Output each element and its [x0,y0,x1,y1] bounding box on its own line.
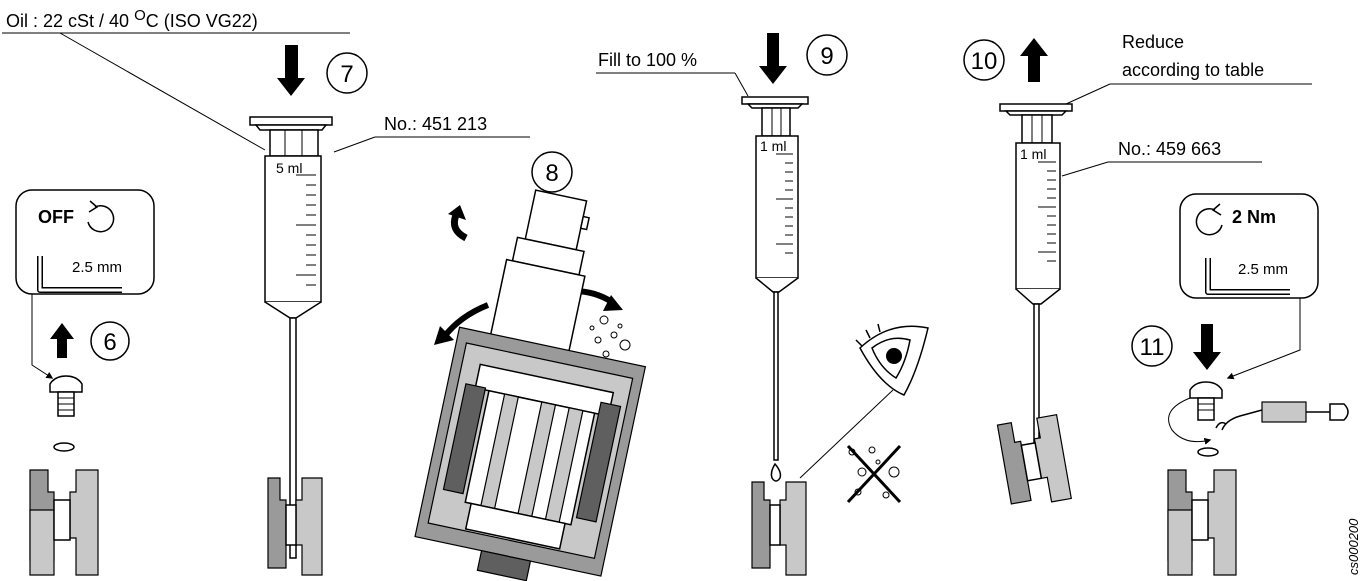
up-arrow-icon [1020,38,1048,82]
eye-inspection-icon [855,323,929,396]
syringe-1ml-scale [776,153,793,254]
step-8-number: 8 [545,160,558,187]
actuator-unit [414,189,647,581]
syringe-5ml: 5 ml [249,116,333,559]
tighten-tool-box [1179,193,1319,299]
step-6-badge [90,321,130,361]
up-arrow-icon [50,323,74,358]
tighten-wrench-size: 2.5 mm [1238,261,1288,278]
syringe-1ml-reduce-scale [1038,161,1056,262]
step-6-group: OFF 2.5 mm 6 [15,189,155,576]
step-10-group: 10 Reduce according to table 1 ml No.: 4… [963,32,1312,505]
port-housing-10 [996,414,1072,505]
plug-screw [49,375,83,417]
grease-syringe-icon [1215,401,1349,431]
off-label: OFF [38,207,74,227]
step-9-number: 9 [820,43,833,70]
step-10-badge [963,39,1005,81]
down-arrow-icon [759,33,787,84]
step-9-badge [806,34,848,76]
step-11-number: 11 [1140,334,1165,361]
step-6-number: 6 [103,329,116,356]
step-10-number: 10 [971,48,998,75]
loosen-tool-box [15,189,155,295]
step-11-group: 2 Nm 2.5 mm 11 [1131,193,1349,576]
reduce-line-2: according to table [1122,60,1264,80]
o-ring-2 [1197,447,1219,457]
no-particles-icon [846,444,902,504]
oil-leader-line [59,32,266,151]
down-arrow-icon [277,45,305,96]
counterclockwise-arrow-icon [87,200,115,233]
hex-key-icon [37,256,122,293]
down-arrow-icon [1193,324,1221,370]
port-housing-left [29,469,99,576]
syringe-1ml-scale-label: 1 ml [760,138,786,154]
port-housing-right [1167,469,1237,576]
step-9-group: Fill to 100 % 9 1 ml [596,33,929,576]
o-ring [53,442,75,452]
step-11-badge [1131,325,1173,367]
syringe-5ml-scale [296,174,316,286]
syringe-1ml-fill: 1 ml [741,96,809,461]
clockwise-arrow-icon [1195,203,1223,236]
step-8-badge [531,151,573,193]
step-8-group: 8 [414,151,647,581]
step-7-group: 7 5 ml No.: 451 213 [249,45,530,576]
hex-key-icon [1205,258,1290,295]
oil-droplet-icon [770,462,782,482]
part-number-459663: No.: 459 663 [1118,139,1221,159]
oil-spec-label: Oil : 22 cSt / 40 OC (ISO VG22) [2,7,350,151]
fill-instruction: Fill to 100 % [598,50,697,70]
rotate-arrow-icon [448,205,468,242]
part-number-451213: No.: 451 213 [384,114,487,134]
syringe-1ml-reduce-scale-label: 1 ml [1020,146,1046,162]
contamination-particles [589,315,631,358]
port-housing-7 [267,477,323,576]
plug-screw-2 [1189,381,1223,421]
oil-spec-text: Oil : 22 cSt / 40 OC (ISO VG22) [6,7,258,31]
torque-label: 2 Nm [1232,207,1276,227]
loosen-wrench-size: 2.5 mm [72,259,122,276]
step-7-number: 7 [340,61,353,88]
figure-code: cs000200 [1346,518,1361,575]
tilt-left-arrow-icon [434,302,490,345]
port-housing-9 [751,481,807,576]
reduce-line-1: Reduce [1122,32,1184,52]
syringe-1ml-reduce: 1 ml [999,103,1073,473]
syringe-5ml-scale-label: 5 ml [276,160,302,176]
step-7-badge [326,52,368,94]
